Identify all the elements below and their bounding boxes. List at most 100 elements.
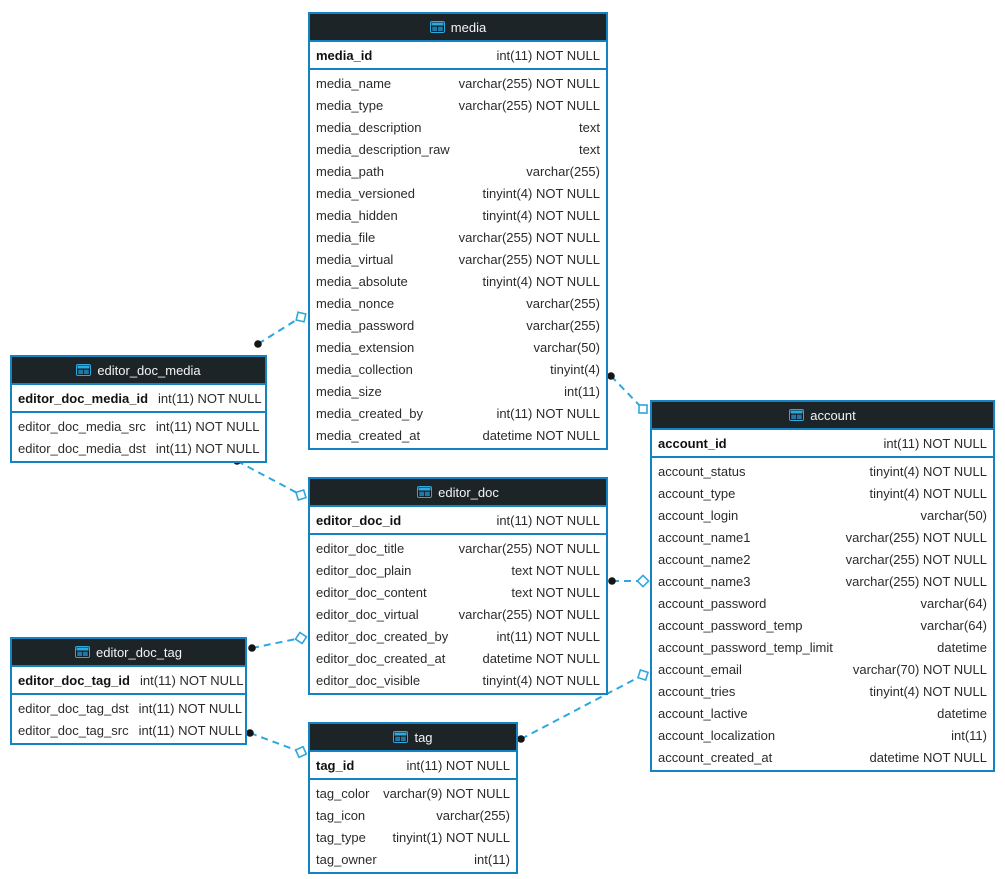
- relationship-line[interactable]: [249, 732, 302, 753]
- relationship-editor_doc_media-editor_doc[interactable]: [233, 457, 307, 501]
- relationship-diamond-endpoint: [638, 404, 648, 414]
- column-name: account_password_temp: [658, 617, 803, 633]
- table-header-media[interactable]: media: [310, 14, 606, 42]
- column-type: int(11): [474, 851, 510, 867]
- table-header-editor_doc_media[interactable]: editor_doc_media: [12, 357, 265, 385]
- relationship-dot-endpoint: [607, 372, 615, 380]
- table-title: editor_doc_tag: [95, 644, 182, 660]
- relationship-editor_doc_tag-editor_doc[interactable]: [248, 631, 308, 652]
- relationship-editor_doc-account[interactable]: [608, 574, 650, 588]
- column-name: editor_doc_title: [316, 540, 405, 556]
- table-icon: [76, 364, 92, 376]
- relationship-line[interactable]: [520, 674, 644, 740]
- column-name: editor_doc_media_dst: [18, 440, 146, 456]
- table-header-account[interactable]: account: [652, 402, 993, 430]
- relationship-line[interactable]: [610, 375, 644, 410]
- column-type: varchar(50): [533, 339, 600, 355]
- relationship-editor_doc_tag-tag[interactable]: [246, 729, 308, 759]
- relationship-line[interactable]: [236, 460, 302, 496]
- column-name: media_description_raw: [316, 141, 450, 157]
- column-type: int(11) NOT NULL: [496, 47, 600, 63]
- relationship-line[interactable]: [257, 316, 302, 345]
- column-type: tinyint(4) NOT NULL: [482, 207, 600, 223]
- table-header-tag[interactable]: tag: [310, 724, 516, 752]
- relationship-tag-account[interactable]: [517, 668, 650, 743]
- column-name: account_password: [658, 595, 767, 611]
- table-header-editor_doc[interactable]: editor_doc: [310, 479, 606, 507]
- column-name: account_tries: [658, 683, 736, 699]
- column-name: media_size: [316, 383, 382, 399]
- column-name: account_password_temp_limit: [658, 639, 833, 655]
- relationship-dot-endpoint: [608, 577, 616, 585]
- column-type: varchar(255): [436, 807, 510, 823]
- relationship-line[interactable]: [251, 637, 302, 649]
- column-type: int(11) NOT NULL: [139, 672, 244, 688]
- relationship-editor_doc_media-media[interactable]: [254, 311, 307, 348]
- relationship-media-account[interactable]: [607, 372, 648, 414]
- table-header-editor_doc_tag[interactable]: editor_doc_tag: [12, 639, 245, 667]
